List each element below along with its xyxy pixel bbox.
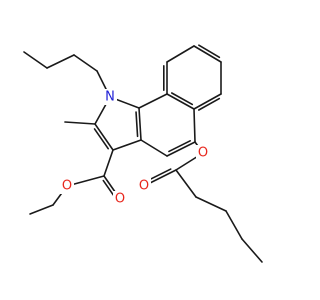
bond-c5a-c9a-inner <box>170 92 194 106</box>
ester-carbonyl-oxygen-atom: O <box>113 191 127 207</box>
nitrogen-atom: N <box>103 89 117 105</box>
bond-ester-c <box>103 149 114 177</box>
bond-c2-c3 <box>94 123 114 151</box>
bond-c3a-c9b-inner <box>135 111 139 138</box>
ester-ether-oxygen-label: O <box>62 179 72 194</box>
pentanoyl-carbonyl-oxygen-label: O <box>139 179 149 194</box>
pentanoyl-carbonyl-oxygen-atom: O <box>137 178 151 194</box>
bond-c8-c7-inner <box>198 44 221 59</box>
ester-linking-oxygen-atom: O <box>196 145 210 161</box>
ester-carbonyl-oxygen-label: O <box>115 192 125 207</box>
bond-c8-c7 <box>193 45 222 63</box>
bond-butyl-2 <box>73 54 98 72</box>
bond-pentyl-3 <box>225 210 243 240</box>
bond-butyl-4 <box>23 51 48 69</box>
bond-methyl <box>64 121 96 125</box>
ester-ether-oxygen-atom: O <box>60 178 74 194</box>
bond-c5a-c9a <box>166 93 195 110</box>
bond-c5-c5a <box>193 108 196 143</box>
bond-c3a-c9b <box>138 107 142 141</box>
bond-c3-c3a <box>112 139 142 151</box>
bond-c4-c5-inner <box>168 140 192 153</box>
bond-c6-c5a-inner <box>197 97 221 111</box>
bond-c6-c5a <box>193 93 222 110</box>
bond-butyl-3 <box>46 54 75 69</box>
ester-linking-oxygen-label: O <box>198 146 208 161</box>
bond-pentyl-4 <box>241 238 263 263</box>
chemical-structure-diagram: N O O O O <box>23 44 263 263</box>
bond-c2-c3-inner <box>93 128 110 150</box>
nitrogen-label: N <box>105 90 115 105</box>
bond-pentyl-1 <box>175 169 197 198</box>
bond-ethyl-2 <box>29 204 54 215</box>
bond-pentyl-2 <box>195 196 227 212</box>
bond-lines <box>23 44 263 263</box>
bond-c9a-c9b <box>138 93 168 109</box>
bond-c3a-c4 <box>140 139 168 157</box>
bond-c4-c5 <box>166 141 196 157</box>
bond-c9-c8 <box>166 45 195 63</box>
